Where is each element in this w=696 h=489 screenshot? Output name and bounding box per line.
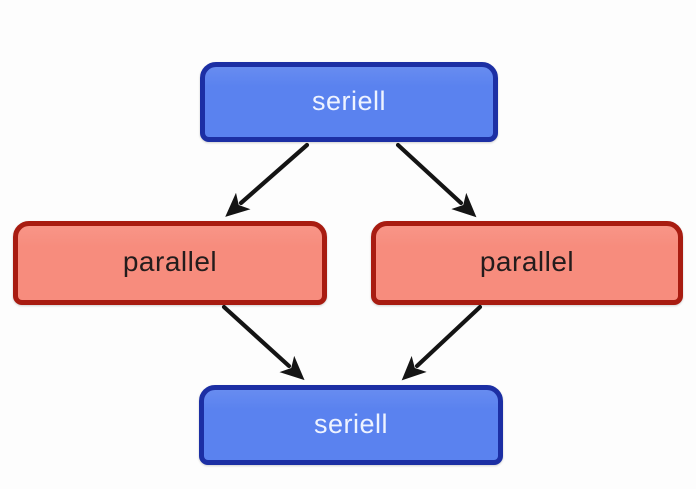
arrow-seriell-top-to-parallel-left [225,142,310,217]
node-parallel-left-label: parallel [122,246,218,277]
arrow-seriell-top-to-parallel-right [395,142,477,218]
node-seriell-bottom: seriell [199,385,503,465]
node-parallel-left: parallel [13,221,327,305]
node-seriell-top: seriell [200,62,498,142]
node-parallel-right-label: parallel [479,246,575,277]
node-seriell-top-label: seriell [311,85,387,116]
arrow-parallel-left-to-seriell-bottom [221,304,305,381]
arrow-parallel-right-to-seriell-bottom [401,304,483,381]
node-seriell-bottom-label: seriell [313,408,389,439]
node-parallel-right: parallel [371,221,683,305]
